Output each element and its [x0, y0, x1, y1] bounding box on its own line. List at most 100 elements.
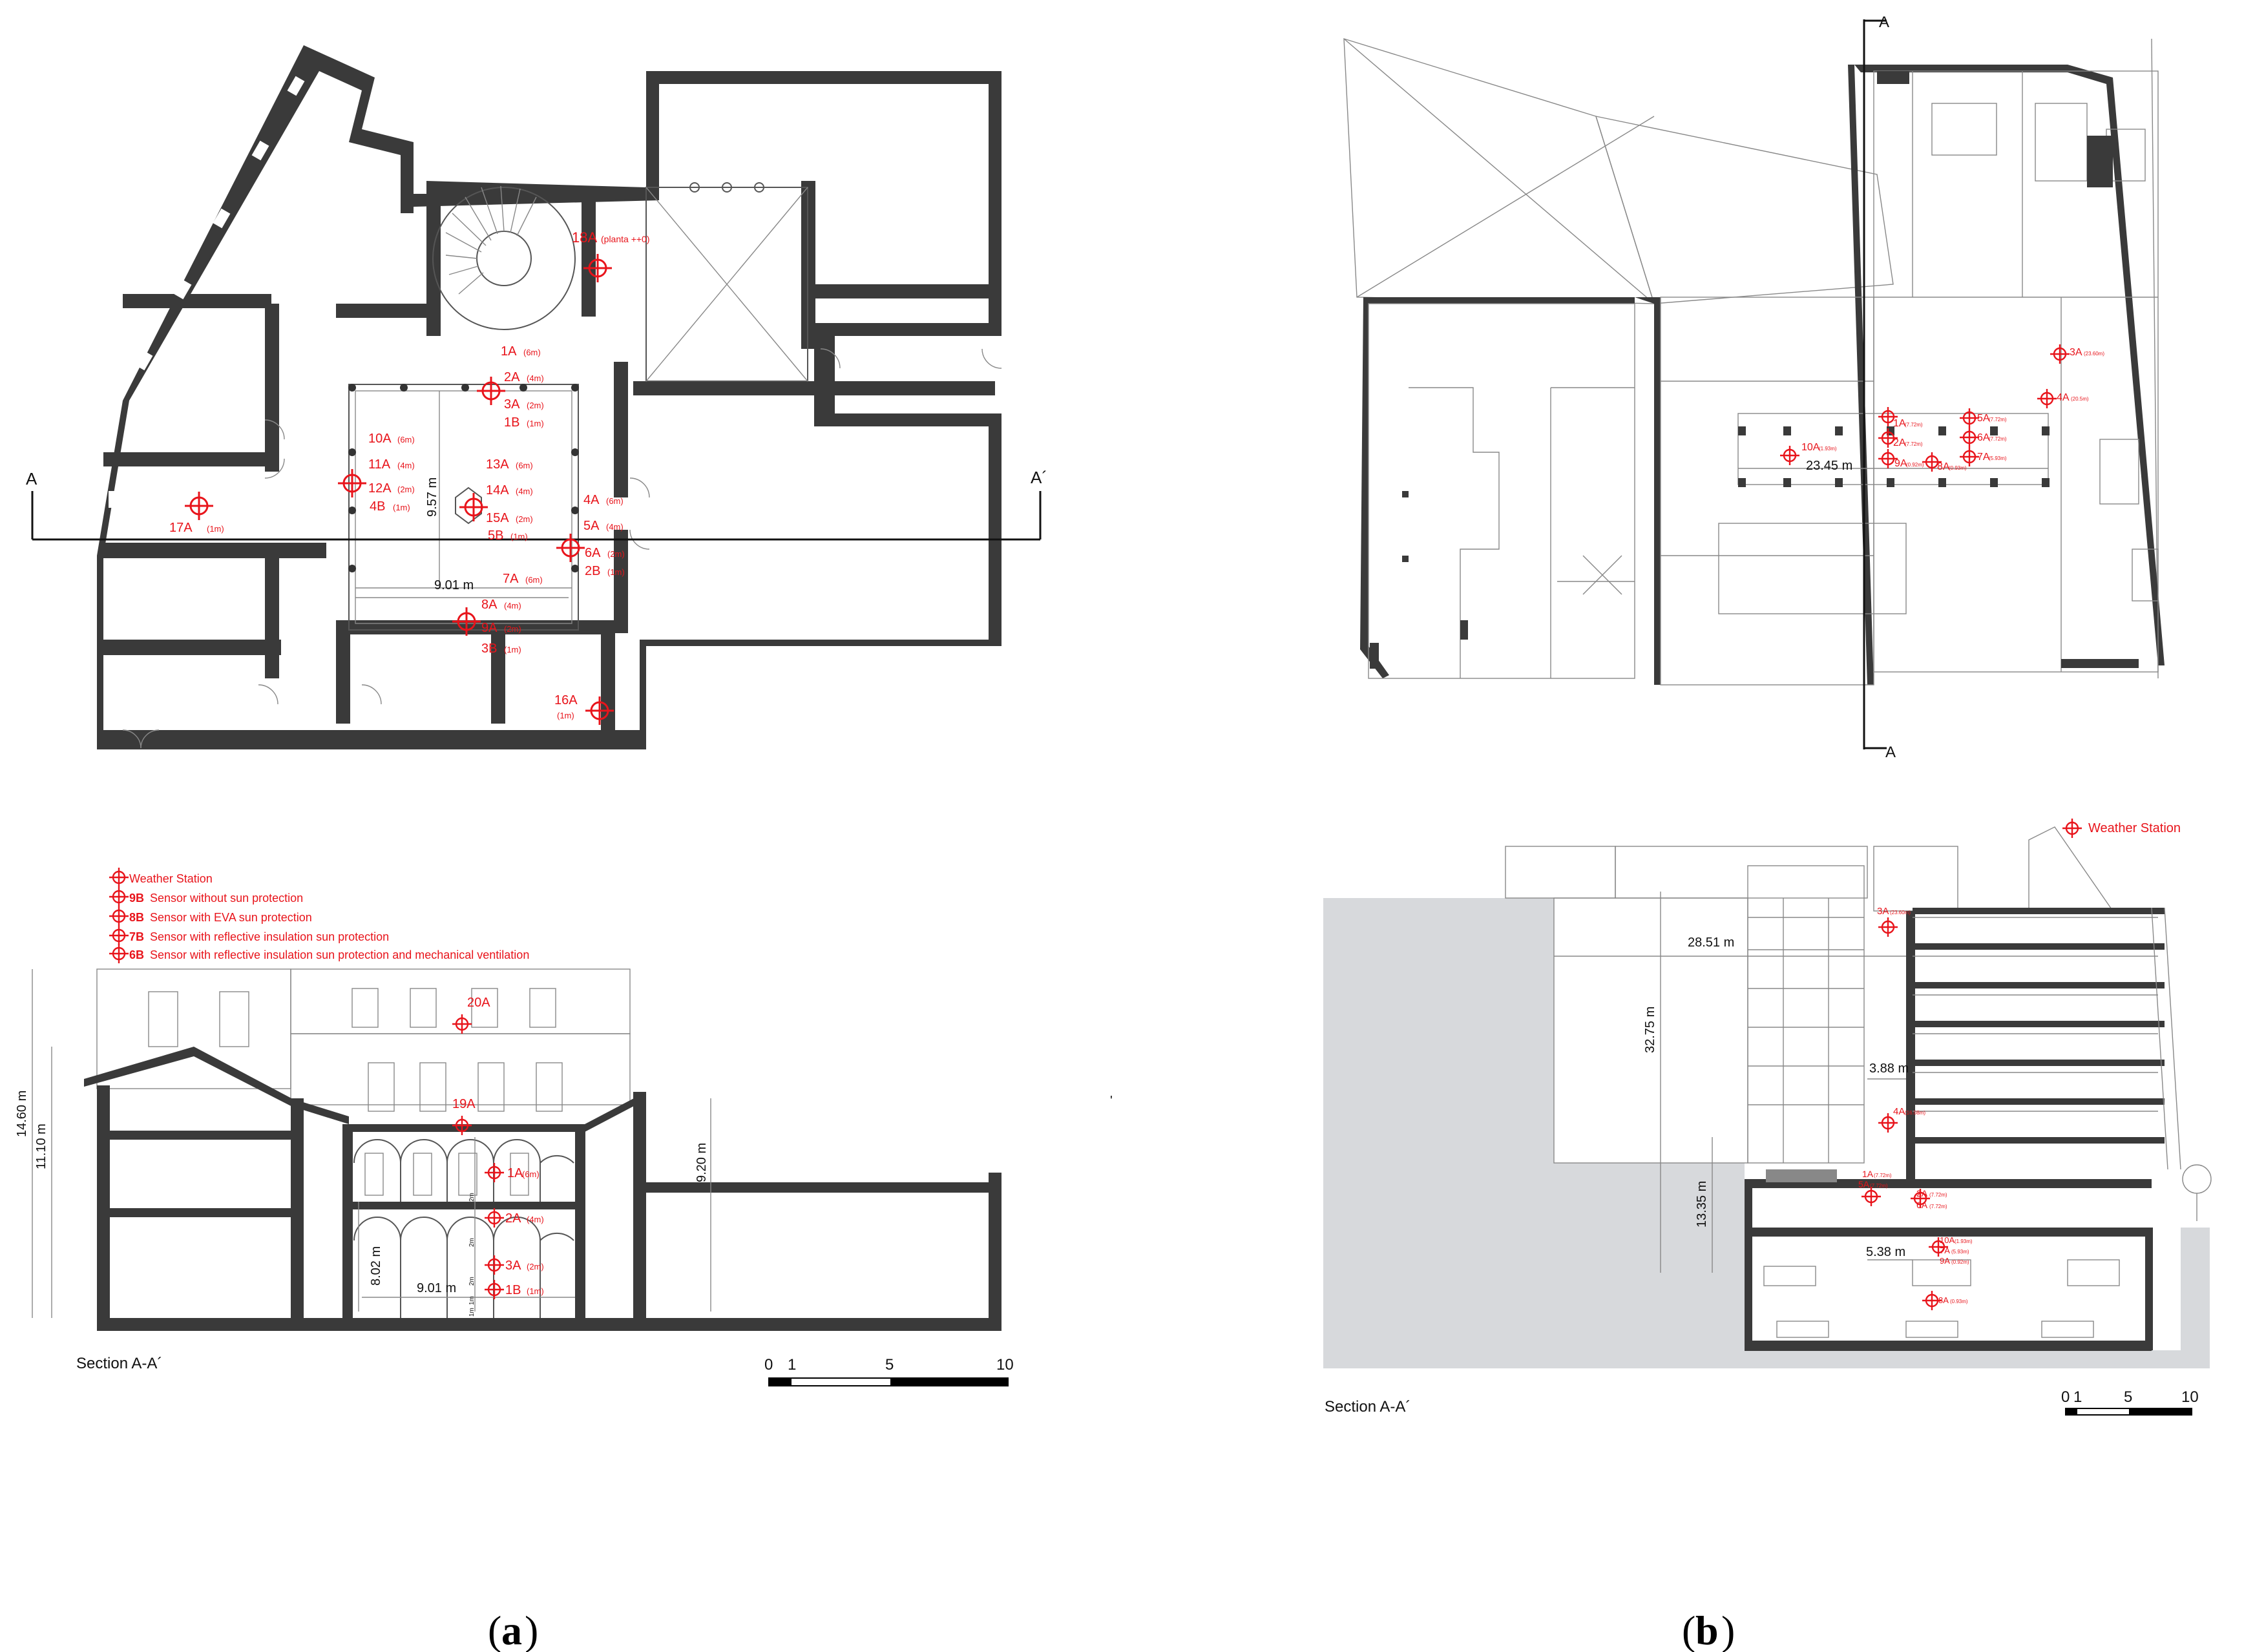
- svg-text:2B: 2B: [585, 564, 600, 578]
- svg-text:(16.08m): (16.08m): [1905, 1110, 1925, 1116]
- svg-text:8A: 8A: [1938, 1295, 1949, 1305]
- panel-b-caption: ( b ): [1682, 1607, 1735, 1652]
- svg-text:(: (: [1682, 1607, 1695, 1652]
- svg-text:8.02 m: 8.02 m: [369, 1246, 383, 1286]
- svg-text:6A: 6A: [1916, 1200, 1928, 1210]
- svg-text:Sensor with reflective insulat: Sensor with reflective insulation sun pr…: [150, 930, 389, 943]
- svg-text:(1m): (1m): [207, 524, 224, 534]
- svg-text:3B: 3B: [481, 642, 497, 656]
- svg-text:7A: 7A: [1977, 452, 1990, 463]
- doors: [122, 348, 1002, 749]
- svg-text:5A: 5A: [1977, 413, 1990, 424]
- svg-text:(4m): (4m): [527, 373, 544, 383]
- svg-text:9.20 m: 9.20 m: [695, 1143, 709, 1182]
- svg-text:3.88 m: 3.88 m: [1869, 1061, 1909, 1076]
- svg-text:3A: 3A: [1877, 906, 1889, 917]
- svg-text:9A: 9A: [481, 621, 498, 635]
- svg-text:1A: 1A: [1893, 418, 1906, 429]
- svg-text:11A: 11A: [368, 457, 391, 472]
- section-a-cut-walls: [84, 1047, 1001, 1331]
- svg-text:Weather Station: Weather Station: [129, 872, 213, 885]
- svg-text:4A: 4A: [2057, 392, 2070, 403]
- section-b-facade: [1763, 907, 2212, 1338]
- svg-text:b: b: [1695, 1607, 1719, 1652]
- svg-text:16A: 16A: [554, 693, 578, 707]
- svg-text:(2m): (2m): [516, 514, 533, 524]
- svg-text:(2m): (2m): [607, 549, 625, 559]
- svg-text:20A: 20A: [467, 996, 490, 1010]
- panel-b-section: 28.51 m 32.75 m 3.88 m 13.35 m 5.38 m We…: [1323, 817, 2212, 1416]
- svg-text:12A: 12A: [368, 481, 392, 496]
- svg-text:(6m): (6m): [516, 461, 533, 470]
- svg-text:(7.72m): (7.72m): [1874, 1173, 1892, 1178]
- svg-text:5.38 m: 5.38 m: [1866, 1245, 1905, 1259]
- svg-text:4A: 4A: [583, 493, 600, 507]
- svg-text:2A: 2A: [504, 370, 520, 384]
- svg-text:(6m): (6m): [525, 575, 543, 585]
- svg-text:(6m): (6m): [606, 496, 624, 506]
- plan-a-dim-width: 9.01 m: [434, 578, 474, 592]
- svg-text:(1m): (1m): [510, 532, 528, 541]
- svg-text:(4m): (4m): [516, 486, 533, 496]
- svg-text:7A: 7A: [503, 572, 519, 586]
- svg-text:(1m): (1m): [607, 567, 625, 577]
- svg-text:1B: 1B: [505, 1283, 521, 1297]
- svg-text:(7.72m): (7.72m): [1989, 417, 2007, 423]
- svg-text:9A: 9A: [1894, 458, 1907, 469]
- svg-text:(1m): (1m): [504, 645, 521, 654]
- svg-text:A: A: [1879, 14, 1889, 31]
- svg-text:0: 0: [2061, 1388, 2070, 1406]
- spiral-stair: [432, 185, 576, 330]
- svg-text:6A: 6A: [1977, 432, 1990, 443]
- svg-text:1: 1: [2073, 1388, 2082, 1406]
- svg-text:(7.72m): (7.72m): [1929, 1192, 1947, 1198]
- svg-text:9B: 9B: [129, 892, 144, 904]
- panel-a-section: 14.60 m 11.10 m 9.20 m 8.02 m 9.01 m 2m …: [15, 968, 1113, 1372]
- svg-text:23.45 m: 23.45 m: [1806, 459, 1852, 473]
- sensor-18A-label: 18A: [572, 229, 597, 246]
- svg-text:A: A: [1885, 744, 1896, 761]
- svg-text:7B: 7B: [129, 930, 144, 943]
- panel-b-scale-bar: 0 1 5 10: [2061, 1388, 2199, 1416]
- panel-a-plan: A A´ 9.01 m 9.57 m: [26, 45, 1047, 749]
- svg-text:1m: 1m: [468, 1308, 476, 1317]
- section-b-outlines: [1505, 826, 2114, 1164]
- section-a-dims: [32, 969, 711, 1318]
- section-b-dims: [1554, 892, 1913, 1273]
- svg-text:(1.93m): (1.93m): [1955, 1239, 1973, 1244]
- svg-text:7A: 7A: [1940, 1246, 1950, 1255]
- svg-text:(1m): (1m): [393, 503, 410, 512]
- svg-text:(2m): (2m): [527, 401, 544, 410]
- svg-text:9A: 9A: [1940, 1256, 1950, 1266]
- stray-mark: ': [1110, 1094, 1113, 1108]
- svg-text:(4m): (4m): [606, 522, 624, 532]
- svg-text:5A: 5A: [1858, 1179, 1870, 1189]
- panel-a-legend: Weather Station 9B Sensor without sun pr…: [108, 866, 529, 965]
- svg-text:(6m): (6m): [523, 348, 541, 357]
- svg-text:(1m): (1m): [557, 711, 574, 720]
- svg-text:3A: 3A: [2070, 347, 2082, 358]
- svg-text:(0.93m): (0.93m): [1949, 465, 1967, 471]
- svg-text:(7.72m): (7.72m): [1905, 422, 1923, 428]
- svg-text:8A: 8A: [481, 598, 498, 612]
- plan-a-dim-depth: 9.57 m: [425, 477, 439, 517]
- svg-text:15A: 15A: [486, 511, 509, 525]
- svg-text:): ): [525, 1607, 538, 1652]
- svg-text:(7.72m): (7.72m): [1905, 441, 1923, 447]
- svg-text:3A: 3A: [505, 1259, 521, 1273]
- panel-a-scale-bar: 0 1 5 10: [764, 1356, 1014, 1386]
- svg-text:5A: 5A: [583, 519, 600, 533]
- section-a-arcades: [353, 1139, 574, 1318]
- svg-text:1: 1: [788, 1356, 796, 1374]
- svg-text:4A: 4A: [1893, 1106, 1905, 1117]
- skylight: [645, 182, 808, 382]
- svg-text:(1m): (1m): [527, 1286, 544, 1296]
- svg-text:28.51 m: 28.51 m: [1688, 936, 1734, 950]
- plan-a-sensors: 18A (planta ++0) 1A (6m) 2A (4m) 3A (2m)…: [169, 229, 650, 726]
- svg-text:(0.93m): (0.93m): [1950, 1299, 1968, 1304]
- svg-text:10A: 10A: [368, 432, 392, 446]
- svg-text:Sensor with reflective insulat: Sensor with reflective insulation sun pr…: [150, 948, 529, 961]
- svg-text:(4m): (4m): [527, 1215, 544, 1224]
- panel-a-caption: ( a ): [488, 1607, 538, 1652]
